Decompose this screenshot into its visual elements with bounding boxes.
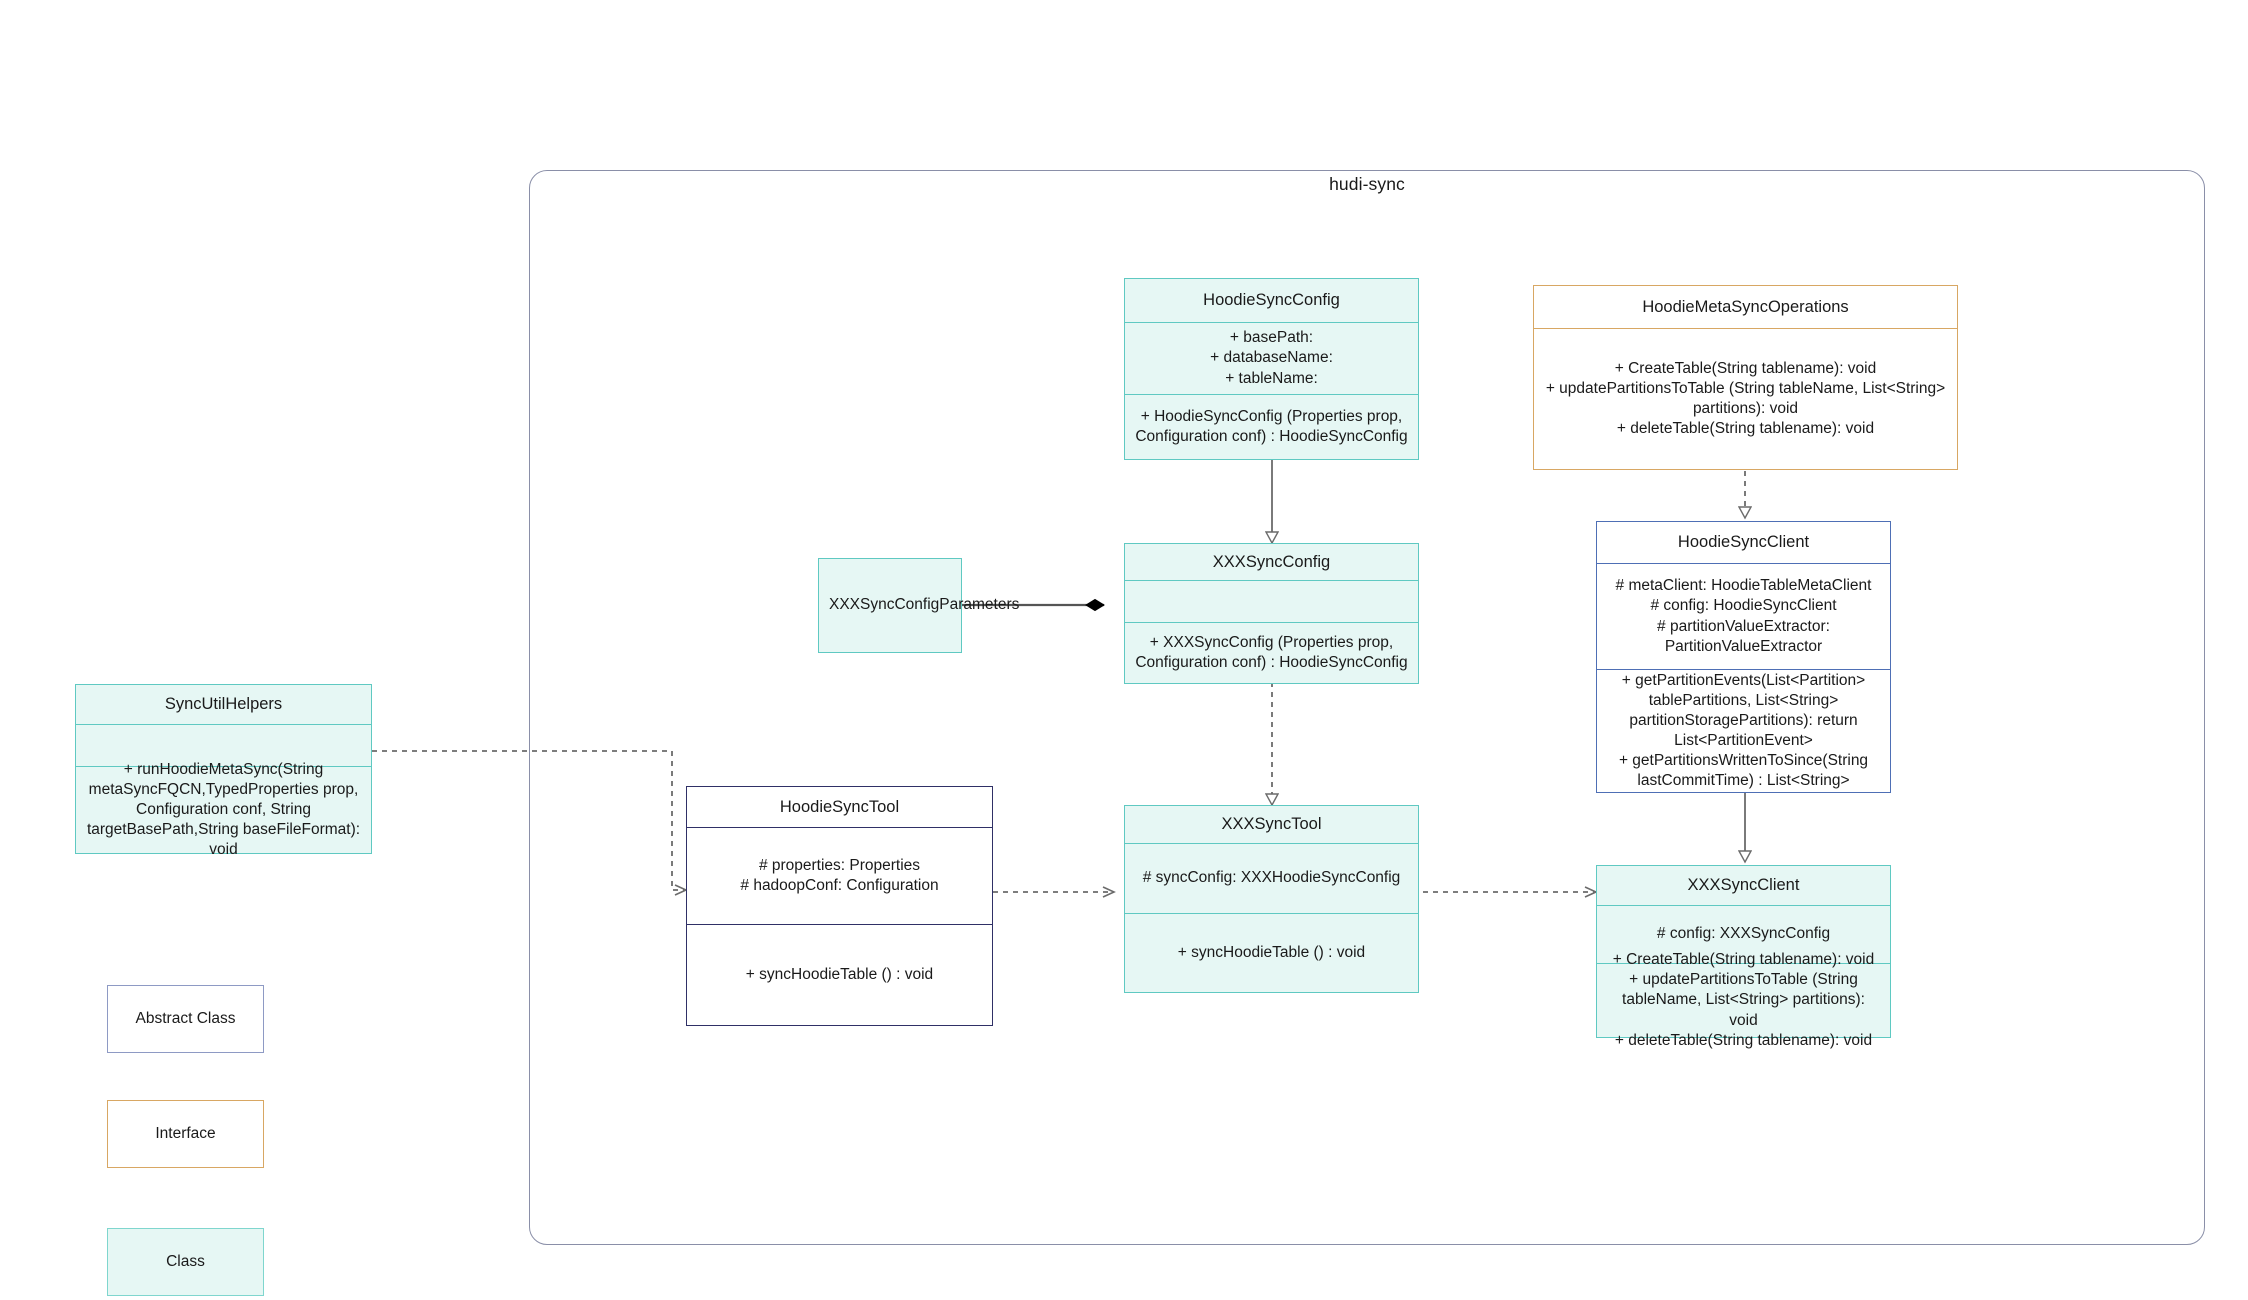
method-row: + getPartitionEvents(List<Partition> tab… xyxy=(1621,671,1866,749)
class-attributes-section: + basePath: + databaseName: + tableName: xyxy=(1125,323,1418,395)
class-name: XXXSyncConfig xyxy=(1212,552,1331,571)
method-row: + CreateTable(String tablename): void xyxy=(1614,359,1877,377)
attribute-row: # properties: Properties xyxy=(758,856,921,874)
class-methods-section: + HoodieSyncConfig (Properties prop, Con… xyxy=(1125,395,1418,459)
method-row: + syncHoodieTable () : void xyxy=(1177,943,1366,961)
method-row: + getPartitionsWrittenToSince(String las… xyxy=(1618,752,1869,790)
class-methods-section: + runHoodieMetaSync(String metaSyncFQCN,… xyxy=(76,761,371,859)
class-methods-section: + syncHoodieTable () : void xyxy=(1125,914,1418,992)
attribute-row: # partitionValueExtractor: PartitionValu… xyxy=(1657,617,1830,655)
class-xxx-sync-config-parameters[interactable]: XXXSyncConfigParameters xyxy=(818,558,1020,653)
method-row: + deleteTable(String tablename): void xyxy=(1616,420,1875,438)
class-hoodie-sync-tool[interactable]: HoodieSyncTool # properties: Properties … xyxy=(686,786,993,1026)
class-attributes-section xyxy=(1125,581,1418,623)
class-hoodie-sync-client[interactable]: HoodieSyncClient # metaClient: HoodieTab… xyxy=(1596,521,1891,793)
attribute-row: + databaseName: xyxy=(1210,349,1333,367)
legend-abstract-class: Abstract Class xyxy=(107,985,264,1053)
interface-hoodie-meta-sync-operations[interactable]: HoodieMetaSyncOperations + CreateTable(S… xyxy=(1533,285,1958,470)
class-methods-section: + syncHoodieTable () : void xyxy=(687,925,992,1025)
class-methods-section: + XXXSyncConfig (Properties prop, Config… xyxy=(1125,623,1418,683)
attribute-row: # config: XXXSyncConfig xyxy=(1656,925,1831,943)
legend-class: Class xyxy=(107,1228,264,1296)
class-hoodie-sync-config[interactable]: HoodieSyncConfig + basePath: + databaseN… xyxy=(1124,278,1419,460)
class-title-section: XXXSyncClient xyxy=(1597,866,1890,906)
class-attributes-section: # properties: Properties # hadoopConf: C… xyxy=(687,828,992,925)
class-attributes-section xyxy=(76,725,371,767)
method-row: + XXXSyncConfig (Properties prop, Config… xyxy=(1135,633,1408,671)
attribute-row: # hadoopConf: Configuration xyxy=(740,877,939,894)
class-attributes-section: # config: XXXSyncConfig xyxy=(1597,906,1890,964)
class-methods-section: + CreateTable(String tablename): void + … xyxy=(1597,951,1890,1049)
class-name: XXXSyncClient xyxy=(1687,876,1800,894)
legend-interface-label: Interface xyxy=(155,1125,216,1142)
method-row: + HoodieSyncConfig (Properties prop, Con… xyxy=(1135,407,1408,445)
method-row: + updatePartitionsToTable (String tableN… xyxy=(1622,971,1865,1029)
attribute-row: + tableName: xyxy=(1225,369,1318,387)
method-row: + CreateTable(String tablename): void xyxy=(1612,951,1875,969)
attribute-row: # syncConfig: XXXHoodieSyncConfig xyxy=(1142,869,1401,887)
class-title-section: HoodieSyncTool xyxy=(687,787,992,828)
interface-methods-section: + CreateTable(String tablename): void + … xyxy=(1534,329,1957,469)
method-row: + updatePartitionsToTable (String tableN… xyxy=(1545,379,1946,417)
legend-interface: Interface xyxy=(107,1100,264,1168)
package-title: hudi-sync xyxy=(1329,174,1405,194)
class-name: SyncUtilHelpers xyxy=(164,695,283,713)
class-xxx-sync-client[interactable]: XXXSyncClient # config: XXXSyncConfig + … xyxy=(1596,865,1891,1049)
class-title-section: SyncUtilHelpers xyxy=(76,685,371,725)
class-name: XXXSyncConfigParameters xyxy=(829,596,1020,614)
legend-class-label: Class xyxy=(166,1253,205,1270)
class-title-section: XXXSyncConfig xyxy=(1125,544,1418,581)
class-title-section: XXXSyncTool xyxy=(1125,806,1418,844)
class-title-section: XXXSyncConfigParameters xyxy=(819,559,1020,652)
class-name: HoodieSyncClient xyxy=(1677,533,1810,551)
class-name: XXXSyncTool xyxy=(1221,815,1322,833)
class-title-section: HoodieSyncClient xyxy=(1597,522,1890,564)
method-row: + syncHoodieTable () : void xyxy=(745,965,934,983)
class-attributes-section: # metaClient: HoodieTableMetaClient # co… xyxy=(1597,564,1890,670)
class-xxx-sync-tool[interactable]: XXXSyncTool # syncConfig: XXXHoodieSyncC… xyxy=(1124,805,1419,993)
method-row: + runHoodieMetaSync(String metaSyncFQCN,… xyxy=(86,760,361,859)
class-methods-section: + getPartitionEvents(List<Partition> tab… xyxy=(1597,670,1890,792)
class-name: HoodieSyncConfig xyxy=(1203,291,1340,309)
class-title-section: HoodieSyncConfig xyxy=(1125,279,1418,323)
class-name: HoodieSyncTool xyxy=(779,797,900,816)
attribute-row: # config: HoodieSyncClient xyxy=(1650,597,1837,615)
interface-name: HoodieMetaSyncOperations xyxy=(1642,297,1849,316)
class-xxx-sync-config[interactable]: XXXSyncConfig + XXXSyncConfig (Propertie… xyxy=(1124,543,1419,684)
class-attributes-section: # syncConfig: XXXHoodieSyncConfig xyxy=(1125,844,1418,914)
attribute-row: + basePath: xyxy=(1229,329,1314,347)
legend-abstract-label: Abstract Class xyxy=(135,1010,236,1027)
attribute-row: # metaClient: HoodieTableMetaClient xyxy=(1615,577,1872,595)
method-row: + deleteTable(String tablename): void xyxy=(1614,1031,1873,1049)
interface-title-section: HoodieMetaSyncOperations xyxy=(1534,286,1957,329)
class-sync-util-helpers[interactable]: SyncUtilHelpers + runHoodieMetaSync(Stri… xyxy=(75,684,372,859)
